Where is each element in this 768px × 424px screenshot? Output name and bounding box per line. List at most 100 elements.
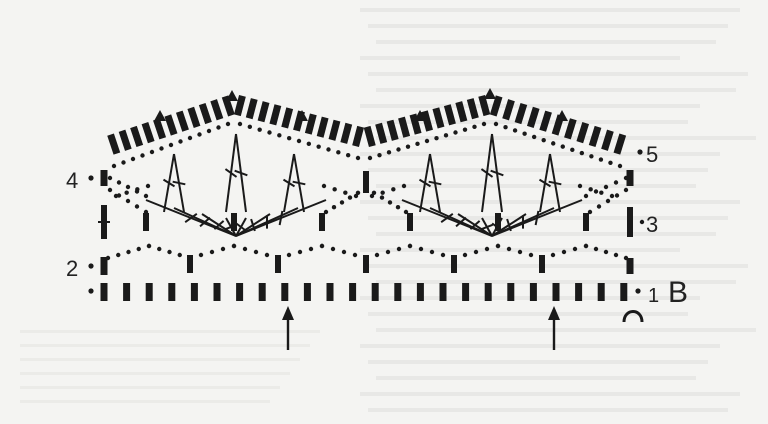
row-5-chain	[140, 153, 145, 158]
row-5-chain	[424, 138, 430, 144]
arrow-up-icon	[548, 306, 560, 320]
row-5-chain	[121, 160, 126, 165]
row-4-chain	[321, 183, 327, 189]
row-1-stitch	[100, 283, 108, 301]
fan-stitch	[224, 168, 238, 178]
row-1-stitch	[190, 283, 198, 301]
row-1-stitch	[371, 283, 379, 301]
row-2-chain	[429, 249, 435, 255]
row-2-chain	[484, 246, 490, 252]
row-2-chain	[297, 249, 303, 255]
row-2-chain	[396, 246, 402, 252]
row-label-3: 3	[646, 212, 658, 237]
row-1-double-crochet	[88, 283, 641, 301]
fan-stitch	[469, 220, 481, 230]
row-1-stitch	[439, 283, 447, 301]
ghost-text-line	[360, 392, 740, 396]
row-3-post	[319, 213, 325, 231]
row-2-chain	[462, 252, 468, 258]
row-5-chain	[345, 152, 351, 158]
row-2-end-dot	[88, 263, 94, 269]
row-5-stitch	[375, 122, 388, 144]
row-2-chain	[374, 252, 380, 258]
row-5-chain	[355, 155, 361, 161]
row-2-chain	[146, 243, 152, 249]
row-3-chain	[355, 190, 361, 195]
fan-stitch	[480, 223, 494, 231]
row-1-stitch	[326, 283, 334, 301]
row-2-chain	[242, 246, 248, 252]
row-4-chain	[613, 180, 619, 185]
row-label-1: 1	[648, 285, 659, 307]
row-2-chain	[220, 246, 226, 252]
row-1-stitch	[213, 283, 221, 301]
row-2-chain	[136, 246, 141, 252]
row-5-chain	[257, 127, 262, 132]
ghost-text-line	[360, 200, 740, 204]
ghost-text-line	[368, 168, 708, 172]
row-5-chain	[503, 125, 508, 130]
row-1-stitch	[529, 283, 537, 301]
row-4-chain	[609, 193, 615, 199]
row-5-chain	[197, 132, 202, 137]
row-5-chain	[598, 157, 604, 162]
row-5-stitch	[421, 110, 433, 132]
row-5-chain	[386, 150, 392, 155]
row-2-chain	[572, 246, 578, 252]
row-5-stitch	[210, 99, 224, 121]
edge-stitch	[627, 207, 633, 237]
fan-stitch	[224, 223, 238, 231]
row-5-stitch	[164, 114, 178, 136]
row-2-post	[539, 255, 545, 273]
row-5-stitch	[141, 122, 155, 144]
ghost-text-line	[20, 358, 300, 361]
background-print-through	[20, 8, 756, 412]
row-5-stitch	[466, 98, 479, 120]
fan-stitch	[184, 213, 198, 223]
fan-stitch	[278, 210, 284, 226]
row-3-post	[583, 213, 589, 231]
row-5-stitch	[539, 110, 552, 132]
ghost-text-line	[360, 56, 680, 60]
row-2-chain	[550, 252, 556, 258]
ghost-text-line	[376, 328, 756, 332]
ghost-text-line	[20, 330, 320, 333]
row-4-chain	[603, 184, 609, 190]
row-5-chain	[541, 137, 546, 143]
row-4-chain	[343, 190, 348, 195]
row-label-4: 4	[66, 168, 78, 193]
row-5-border	[107, 94, 643, 193]
ghost-text-line	[368, 264, 748, 268]
row-2-chain	[495, 243, 501, 249]
row-5-chain	[149, 149, 155, 155]
row-2-chain	[308, 246, 314, 252]
ghost-text-line	[360, 8, 740, 12]
row-5-chain	[367, 155, 373, 161]
triangle-picot-icon	[226, 90, 238, 101]
row-5-stitch	[107, 133, 121, 155]
row-4-chain	[623, 175, 629, 181]
row-1-stitch	[575, 283, 583, 301]
row-5-stitch	[601, 129, 614, 151]
row-5-chain	[159, 146, 164, 151]
row-3-post	[407, 213, 413, 231]
row-2-chain	[473, 249, 479, 255]
row-5-stitch	[502, 99, 515, 121]
row-4-chain	[593, 189, 599, 194]
row-2-chain	[623, 255, 629, 261]
edge-stitch	[100, 170, 108, 186]
fan-stitch	[491, 222, 503, 232]
row-5-chain	[277, 133, 282, 138]
row-4-chain	[599, 190, 604, 195]
row-5-chain	[481, 121, 487, 127]
row-1-stitch	[597, 283, 605, 301]
row-3-chain	[587, 209, 593, 215]
row-5-chain	[617, 163, 623, 169]
row-5-stitch	[432, 107, 445, 129]
fan-stitch	[440, 213, 454, 223]
ghost-text-line	[368, 408, 728, 412]
row-1-stitch	[236, 283, 244, 301]
row-1-stitch	[620, 283, 628, 301]
row-2-post	[187, 255, 193, 273]
ghost-text-line	[376, 88, 736, 92]
